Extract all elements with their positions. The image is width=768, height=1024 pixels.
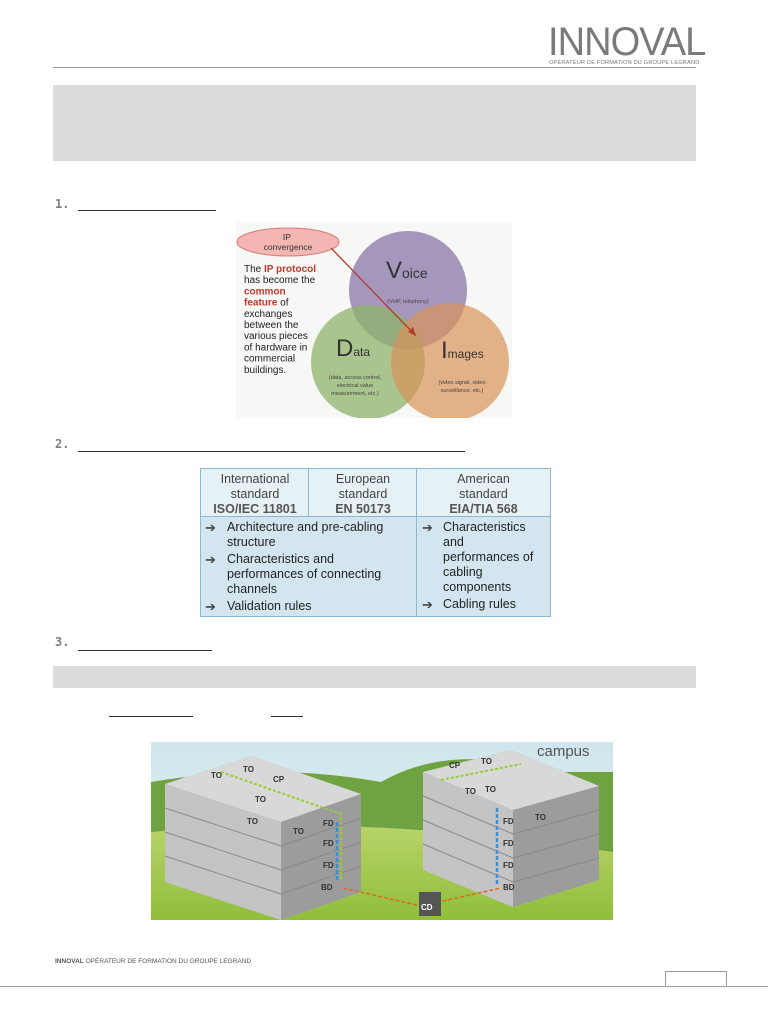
svg-text:TO: TO (211, 771, 222, 780)
logo-subtitle: OPÉRATEUR DE FORMATION DU GROUPE LEGRAND (549, 60, 700, 66)
data-label: Data (336, 335, 370, 362)
header-line: International (220, 472, 290, 486)
svg-text:BD: BD (503, 883, 515, 892)
table-item: Validation rules (227, 599, 312, 613)
header-code: EIA/TIA 568 (449, 502, 518, 516)
svg-text:TO: TO (293, 827, 304, 836)
svg-text:CD: CD (421, 903, 433, 912)
arrow-icon: ➔ (205, 520, 216, 535)
voice-sub: (VoIP, telephony) (387, 299, 429, 305)
svg-text:FD: FD (323, 861, 334, 870)
data-circle (311, 305, 425, 418)
ip-convergence-bubble (236, 227, 340, 257)
arrow-icon: ➔ (205, 552, 216, 567)
text-line: exchanges (244, 309, 292, 320)
svg-text:FD: FD (503, 839, 514, 848)
table-header-european: European standard EN 50173 (309, 469, 417, 517)
svg-text:TO: TO (243, 765, 254, 774)
section-1-heading-line (78, 210, 216, 211)
header-line: standard (230, 487, 280, 501)
svg-text:FD: FD (503, 861, 514, 870)
table-item: Cabling rules (443, 597, 516, 611)
header-line: American (457, 472, 510, 486)
text-line: between the (244, 320, 299, 331)
header-line: standard (338, 487, 388, 501)
table-divider (308, 469, 309, 517)
footer-text: INNOVAL OPÉRATEUR DE FORMATION DU GROUPE… (55, 958, 251, 965)
campus-cabling-illustration: TO TO TO TO TO CP FD FD FD BD CD CP TO TO TO T… (151, 742, 613, 920)
text-line: common (244, 286, 286, 297)
header-divider (53, 67, 696, 68)
table-divider (416, 469, 417, 616)
svg-text:TO: TO (535, 813, 546, 822)
text-line: commercial (244, 354, 295, 365)
footer-brand: INNOVAL (55, 958, 84, 965)
title-box (53, 85, 696, 161)
text-line: The IP protocol (244, 264, 316, 275)
campus-label: campus (537, 743, 590, 760)
left-building (164, 756, 362, 920)
section-3-number: 3. (55, 635, 70, 649)
innoval-logo: INNOVAL (548, 20, 706, 64)
svg-text:CP: CP (273, 775, 285, 784)
underline-blank (271, 716, 303, 717)
table-header-international: International standard ISO/IEC 11801 (201, 469, 309, 517)
standards-table: International standard ISO/IEC 11801 Eur… (200, 468, 551, 617)
section-1-number: 1. (55, 197, 70, 211)
section-3-heading-line (78, 650, 212, 651)
text-line: of hardware in (244, 342, 307, 353)
header-code: EN 50173 (335, 502, 391, 516)
section-2-heading-line (78, 451, 465, 452)
footer-tagline: OPÉRATEUR DE FORMATION DU GROUPE LEGRAND (83, 958, 252, 965)
header-line: standard (459, 487, 508, 501)
svg-text:TO: TO (247, 817, 258, 826)
ip-convergence-label: IP convergence (264, 232, 313, 252)
text-line: has become the (244, 275, 316, 286)
svg-text:CP: CP (449, 761, 461, 770)
images-circle (391, 303, 509, 418)
table-header-american: American standard EIA/TIA 568 (417, 469, 550, 517)
svg-text:TO: TO (465, 787, 476, 796)
arrow-icon: ➔ (205, 599, 216, 614)
text-line: buildings. (244, 365, 286, 376)
images-label: Images (441, 337, 484, 364)
svg-text:FD: FD (323, 839, 334, 848)
voice-label: Voice (386, 257, 428, 284)
page-number-tab (665, 971, 727, 986)
section-2-number: 2. (55, 437, 70, 451)
footer-divider (0, 986, 768, 987)
header-code: ISO/IEC 11801 (213, 502, 297, 516)
svg-text:FD: FD (503, 817, 514, 826)
svg-text:TO: TO (485, 785, 496, 794)
arrow-icon: ➔ (422, 520, 433, 535)
subsection-bar (53, 666, 696, 688)
right-building (422, 750, 600, 907)
svg-text:TO: TO (481, 757, 492, 766)
svg-text:BD: BD (321, 883, 333, 892)
cd-box (419, 892, 441, 916)
arrow-icon: ➔ (422, 597, 433, 612)
underline-blank (109, 716, 193, 717)
header-line: European (335, 472, 391, 486)
text-line: feature of (244, 298, 289, 309)
text-line: various pieces (244, 331, 308, 342)
svg-text:FD: FD (323, 819, 334, 828)
svg-text:TO: TO (255, 795, 266, 804)
